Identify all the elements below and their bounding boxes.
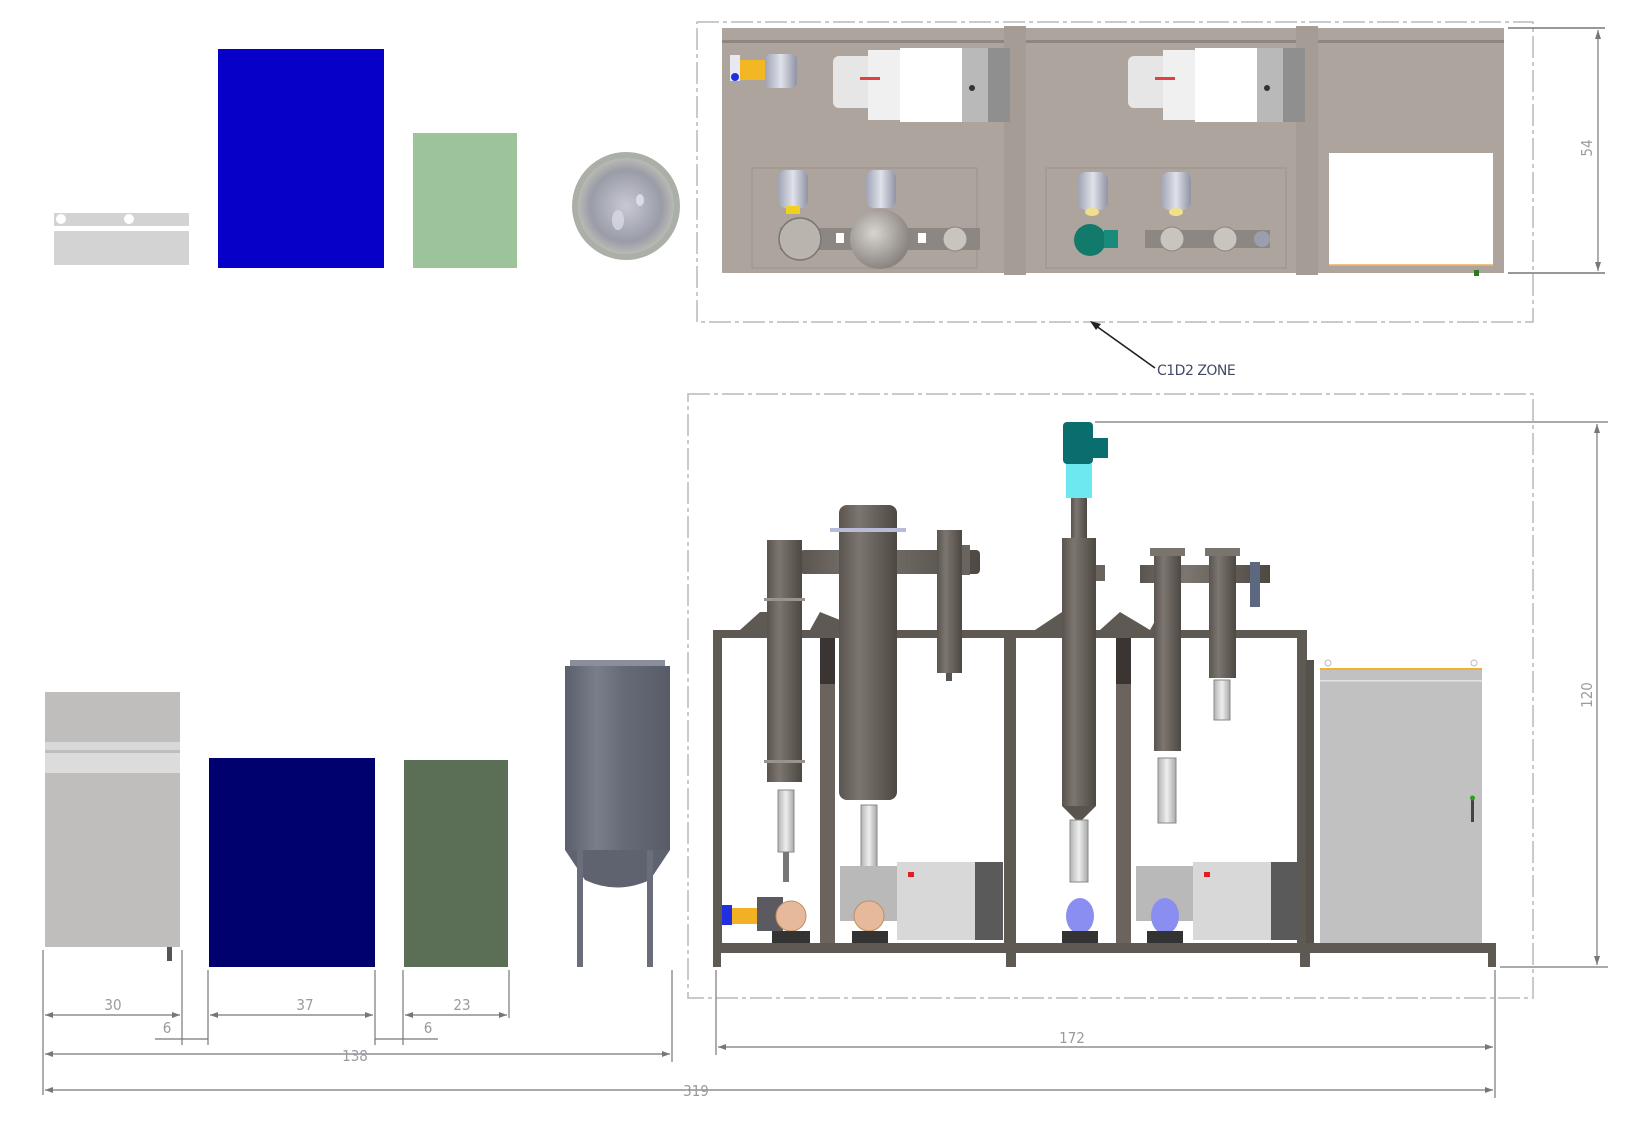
green-unit-front <box>404 760 508 967</box>
storage-tank-front <box>565 660 670 967</box>
condenser-column-4 <box>1205 548 1260 721</box>
c1d2-zone-label: C1D2 ZONE <box>1157 363 1235 379</box>
dimension-120-label: 120 <box>1578 682 1596 708</box>
blue-unit-top <box>218 49 384 268</box>
control-cabinet-front <box>1320 659 1482 943</box>
utility-unit-top <box>54 213 189 265</box>
dimension-23-label: 23 <box>453 996 470 1014</box>
green-unit-top <box>413 133 517 268</box>
storage-tank-top <box>572 152 680 260</box>
top-view: 54 C1D2 ZONE <box>54 21 1605 379</box>
condenser-column-1 <box>764 540 805 882</box>
bottom-dimension-arrows <box>45 1012 1493 1093</box>
agitated-column <box>1062 422 1108 883</box>
transfer-pump-4 <box>1147 898 1183 943</box>
c1d2-zone-boundary-front <box>687 393 1534 999</box>
process-skid-front <box>713 422 1496 967</box>
dimension-30-label: 30 <box>104 996 121 1014</box>
dimension-319-label: 319 <box>683 1082 709 1100</box>
transfer-pump-3 <box>1062 898 1098 943</box>
transfer-pump-2 <box>852 900 888 943</box>
dimension-gap2-label: 6 <box>424 1019 433 1037</box>
condenser-column-3 <box>1150 548 1185 824</box>
dimension-54: 54 <box>1508 27 1605 274</box>
transfer-pump-1 <box>722 897 810 943</box>
vacuum-pump-1-top <box>833 48 1010 122</box>
process-skid-top <box>722 26 1504 276</box>
blue-unit-front <box>209 758 375 967</box>
c1d2-zone-callout: C1D2 ZONE <box>1090 321 1236 379</box>
dimension-172-label: 172 <box>1059 1029 1085 1047</box>
vacuum-pump-2-front <box>1136 862 1299 940</box>
dimension-gap1-label: 6 <box>163 1019 172 1037</box>
condenser-column-2 <box>937 530 970 681</box>
main-evaporator-column <box>830 505 906 871</box>
c1d2-zone-boundary-top <box>696 21 1534 323</box>
utility-unit-front <box>45 692 180 961</box>
bottom-dimensions <box>42 950 1496 1098</box>
control-cabinet-top <box>1329 153 1493 265</box>
vacuum-pump-2-top <box>1128 48 1305 122</box>
dimension-37-label: 37 <box>296 996 313 1014</box>
dimension-120: 120 <box>1095 421 1608 968</box>
dimension-138-label: 138 <box>342 1047 368 1065</box>
dimension-54-label: 54 <box>1578 139 1596 156</box>
front-view: 120 <box>42 393 1608 1100</box>
